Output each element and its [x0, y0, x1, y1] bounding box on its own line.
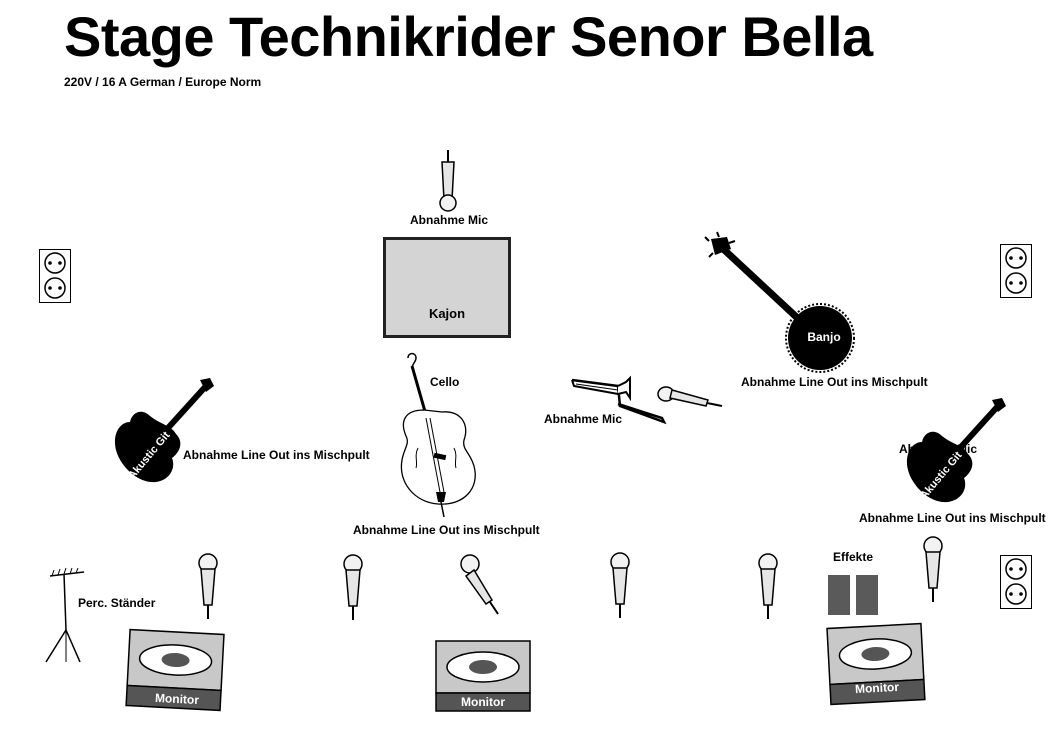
microphone-top-icon: [439, 150, 457, 212]
power-outlet-right-top-icon: [1000, 244, 1032, 298]
cello-icon: [400, 352, 476, 518]
monitor-right-icon: [826, 622, 926, 706]
kajon-label: Kajon: [428, 306, 466, 321]
cello-label: Cello: [430, 375, 460, 389]
monitor-center-icon: [435, 640, 531, 712]
acoustic-guitar-left-icon: [114, 378, 214, 483]
vocal-mic-6-icon: [923, 536, 943, 602]
power-outlet-left-icon: [39, 249, 71, 303]
kajon-box: [383, 237, 511, 338]
acoustic-guitar-right-icon: [906, 398, 1006, 503]
banjo-line-out-label: Abnahme Line Out ins Mischpult: [741, 375, 928, 389]
vocal-mic-4-icon: [610, 552, 630, 618]
microphone-trombone-icon: [657, 386, 723, 407]
page-title: Stage Technikrider Senor Bella: [64, 5, 873, 68]
guitar-right-line-out-label: Abnahme Line Out ins Mischpult: [859, 511, 1046, 525]
banjo-icon: [704, 231, 855, 373]
trombone-mic-label: Abnahme Mic: [544, 412, 623, 426]
percussion-stand-icon: [45, 567, 85, 663]
vocal-mic-1-icon: [198, 553, 218, 619]
kajon-mic-label: Abnahme Mic: [410, 213, 489, 227]
monitor-center-label: Monitor: [461, 695, 505, 709]
vocal-mic-5-icon: [758, 553, 778, 619]
vocal-mic-2-icon: [343, 554, 363, 620]
trombone-icon: [571, 375, 667, 425]
guitar-left-line-out-label: Abnahme Line Out ins Mischpult: [183, 448, 370, 462]
cello-line-out-label: Abnahme Line Out ins Mischpult: [353, 523, 540, 537]
effects-label: Effekte: [833, 550, 874, 564]
percussion-stand-label: Perc. Ständer: [78, 596, 156, 610]
effects-pedals-icon: [828, 575, 878, 615]
banjo-label: Banjo: [807, 330, 841, 344]
power-spec: 220V / 16 A German / Europe Norm: [64, 75, 262, 89]
vocal-mic-3-icon: [460, 554, 499, 615]
power-outlet-right-bottom-icon: [1000, 555, 1032, 609]
monitor-left-icon: [125, 628, 225, 712]
